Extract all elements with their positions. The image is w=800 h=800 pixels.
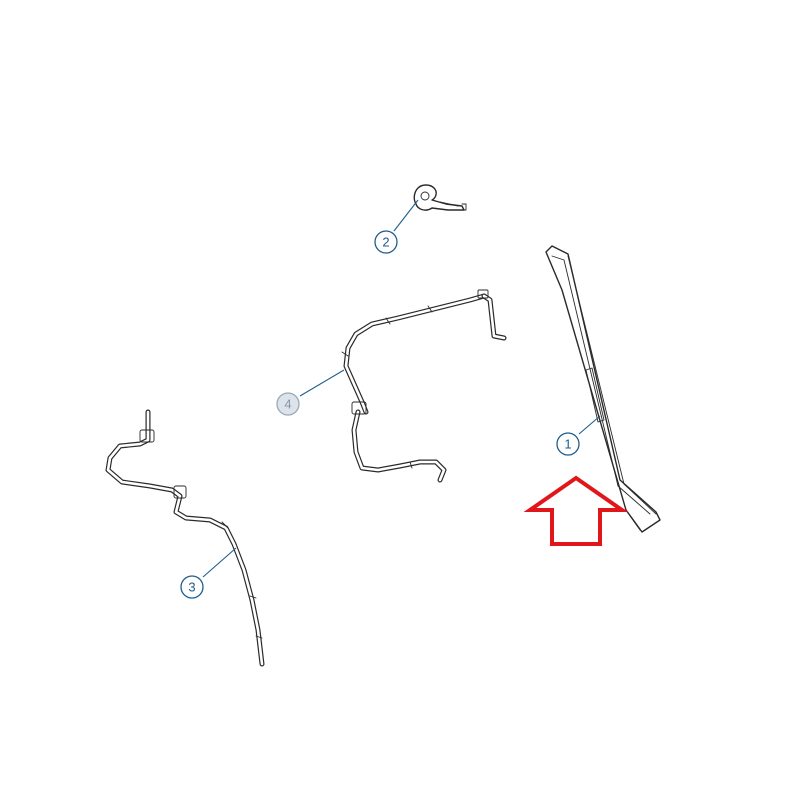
callout-1: 1 <box>556 432 580 456</box>
svg-text:2: 2 <box>382 235 389 250</box>
callout-3: 3 <box>180 575 204 599</box>
part-1-spoiler <box>545 245 661 533</box>
leader-line-2 <box>393 199 419 232</box>
leader-line-1 <box>578 415 601 435</box>
svg-text:1: 1 <box>564 437 571 452</box>
callout-2: 2 <box>374 230 398 254</box>
callout-4: 4 <box>276 392 300 416</box>
part-2-fitting <box>413 184 467 211</box>
leader-line-4 <box>299 369 345 397</box>
svg-text:3: 3 <box>188 580 195 595</box>
svg-text:4: 4 <box>284 397 291 412</box>
part-4-hose <box>341 289 507 483</box>
part-3-hose <box>105 409 265 667</box>
leader-line-3 <box>202 547 237 578</box>
arrow-up-outline-icon <box>523 475 629 546</box>
